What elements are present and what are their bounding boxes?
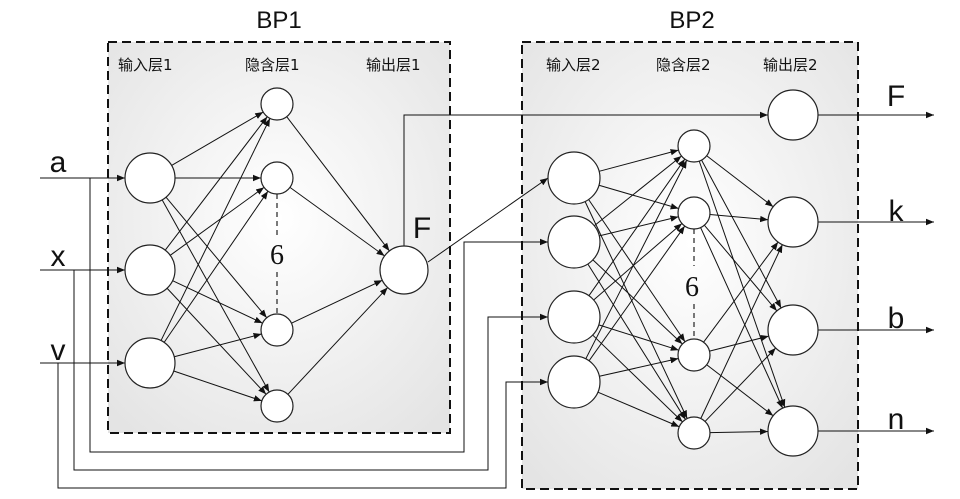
bp1-input-hidden-connection-8 <box>160 118 271 341</box>
bp2-hidden-output-connection-8 <box>706 364 774 417</box>
bp2-hidden-output-connection-1 <box>701 159 782 309</box>
bp2-title: BP2 <box>669 7 714 34</box>
bp2-input-hidden-connection-3 <box>584 201 688 419</box>
bp2-output-neuron-2 <box>767 304 819 356</box>
bp1-input-layer-label: 输入层1 <box>118 56 173 74</box>
bp2-input-hidden-connection-8 <box>588 158 686 297</box>
bp2-input-neuron-2 <box>547 290 601 344</box>
bp1-hidden-output-connection-2 <box>291 279 383 324</box>
bp2-input-hidden-connection-1 <box>598 184 679 210</box>
bp2-hidden-output-connection-11 <box>709 428 769 435</box>
bp2-input-hidden-connection-7 <box>587 263 686 420</box>
bp2-input-hidden-connection-0 <box>598 149 679 172</box>
bp1-hidden-neuron-2 <box>260 313 294 347</box>
bp2-hidden-output-connection-2 <box>698 160 786 408</box>
bp1-input-hidden-connection-3 <box>161 199 270 393</box>
bp2-output-neuron-1 <box>767 196 819 248</box>
bp2-input-hidden-connection-12 <box>585 160 688 360</box>
bp2-input-hidden-connection-6 <box>592 259 683 345</box>
bp2-hidden-neuron-2 <box>677 338 711 372</box>
output-label-b: b <box>888 302 905 335</box>
bp2-input-hidden-connection-2 <box>588 199 686 343</box>
bp2-input-hidden-connection-5 <box>599 215 679 237</box>
bp2-hidden-output-connection-3 <box>709 213 769 223</box>
route-v-to-bp2 <box>57 363 548 489</box>
bp1-input-hidden-connection-0 <box>171 111 264 166</box>
bp1-input-hidden-connection-9 <box>163 190 269 343</box>
bp2-input-neuron-3 <box>547 355 601 409</box>
bp1-title: BP1 <box>256 7 301 34</box>
input-label-x: x <box>51 240 66 273</box>
bp2-hidden-output-connection-7 <box>709 334 769 352</box>
bp1-output-to-bp2-input <box>427 177 549 263</box>
bp2-output-layer-label: 输出层2 <box>763 56 818 74</box>
bp2-output-neuron-3 <box>767 405 819 457</box>
bp2-input-hidden-connection-9 <box>593 223 683 301</box>
bp2-input-neuron-0 <box>547 151 601 205</box>
output-label-f: F <box>887 80 905 113</box>
bp2-hidden-output-connection-9 <box>700 244 783 419</box>
bp2-input-layer-label: 输入层2 <box>546 56 601 74</box>
bp1-hidden-output-connection-3 <box>287 287 388 395</box>
bp1-input-hidden-connection-2 <box>165 196 268 319</box>
bp1-input-hidden-connection-10 <box>174 332 262 358</box>
bp1-input-neuron-2 <box>124 337 176 389</box>
bp2-hidden-output-connection-10 <box>704 347 777 422</box>
output-label-n: n <box>888 403 905 436</box>
bp2-hidden-neuron-0 <box>677 129 711 163</box>
bp2-hidden-output-connection-5 <box>700 227 784 409</box>
bp1-hidden-output-connection-1 <box>289 186 385 257</box>
input-label-v: v <box>51 334 66 367</box>
bp1-output-symbol: F <box>413 212 431 245</box>
bp2-hidden-neuron-1 <box>677 196 711 230</box>
bp2-output-neuron-0 <box>767 89 819 141</box>
bp1-hidden-neuron-0 <box>260 87 294 121</box>
neurons <box>124 87 819 457</box>
connections <box>40 111 934 489</box>
bp1-output-layer-label: 输出层1 <box>366 56 421 74</box>
bp1-hidden-output-connection-0 <box>286 116 390 252</box>
bp2-input-hidden-connection-15 <box>597 391 680 428</box>
bp2-input-hidden-connection-14 <box>599 357 679 377</box>
output-label-k: k <box>889 195 905 228</box>
bp2-input-hidden-connection-13 <box>588 225 686 362</box>
bp1-output-neuron-0 <box>379 245 429 295</box>
bp1-hidden-count: 6 <box>270 240 284 271</box>
bp2-input-neuron-1 <box>547 215 601 269</box>
bp2-hidden-output-connection-4 <box>703 224 778 312</box>
bp2-hidden-output-connection-0 <box>706 155 774 208</box>
bp2-input-hidden-connection-4 <box>593 155 682 227</box>
bp2-hidden-neuron-3 <box>677 416 711 450</box>
route-a-to-bp2 <box>89 178 548 453</box>
bp1-input-hidden-connection-5 <box>169 186 265 256</box>
bp1-input-hidden-connection-6 <box>172 280 263 324</box>
bp1-input-hidden-connection-7 <box>166 287 267 395</box>
bp1-input-hidden-connection-4 <box>164 116 268 251</box>
bp2-hidden-count: 6 <box>685 272 699 303</box>
bp1-hidden-layer-label: 隐含层1 <box>245 56 300 74</box>
bp1-input-hidden-connection-11 <box>173 370 263 402</box>
bp1-input-neuron-1 <box>124 244 176 296</box>
f-passthrough-line <box>403 111 768 246</box>
bp1-input-neuron-0 <box>124 152 176 204</box>
bp2-hidden-layer-label: 隐含层2 <box>656 56 711 74</box>
bp2-hidden-output-connection-6 <box>703 241 779 343</box>
input-label-a: a <box>50 146 67 179</box>
bp1-hidden-neuron-3 <box>260 389 294 423</box>
bp2-input-hidden-connection-11 <box>592 334 683 423</box>
bp1-hidden-neuron-1 <box>260 161 294 195</box>
route-x-to-bp2 <box>73 270 548 471</box>
